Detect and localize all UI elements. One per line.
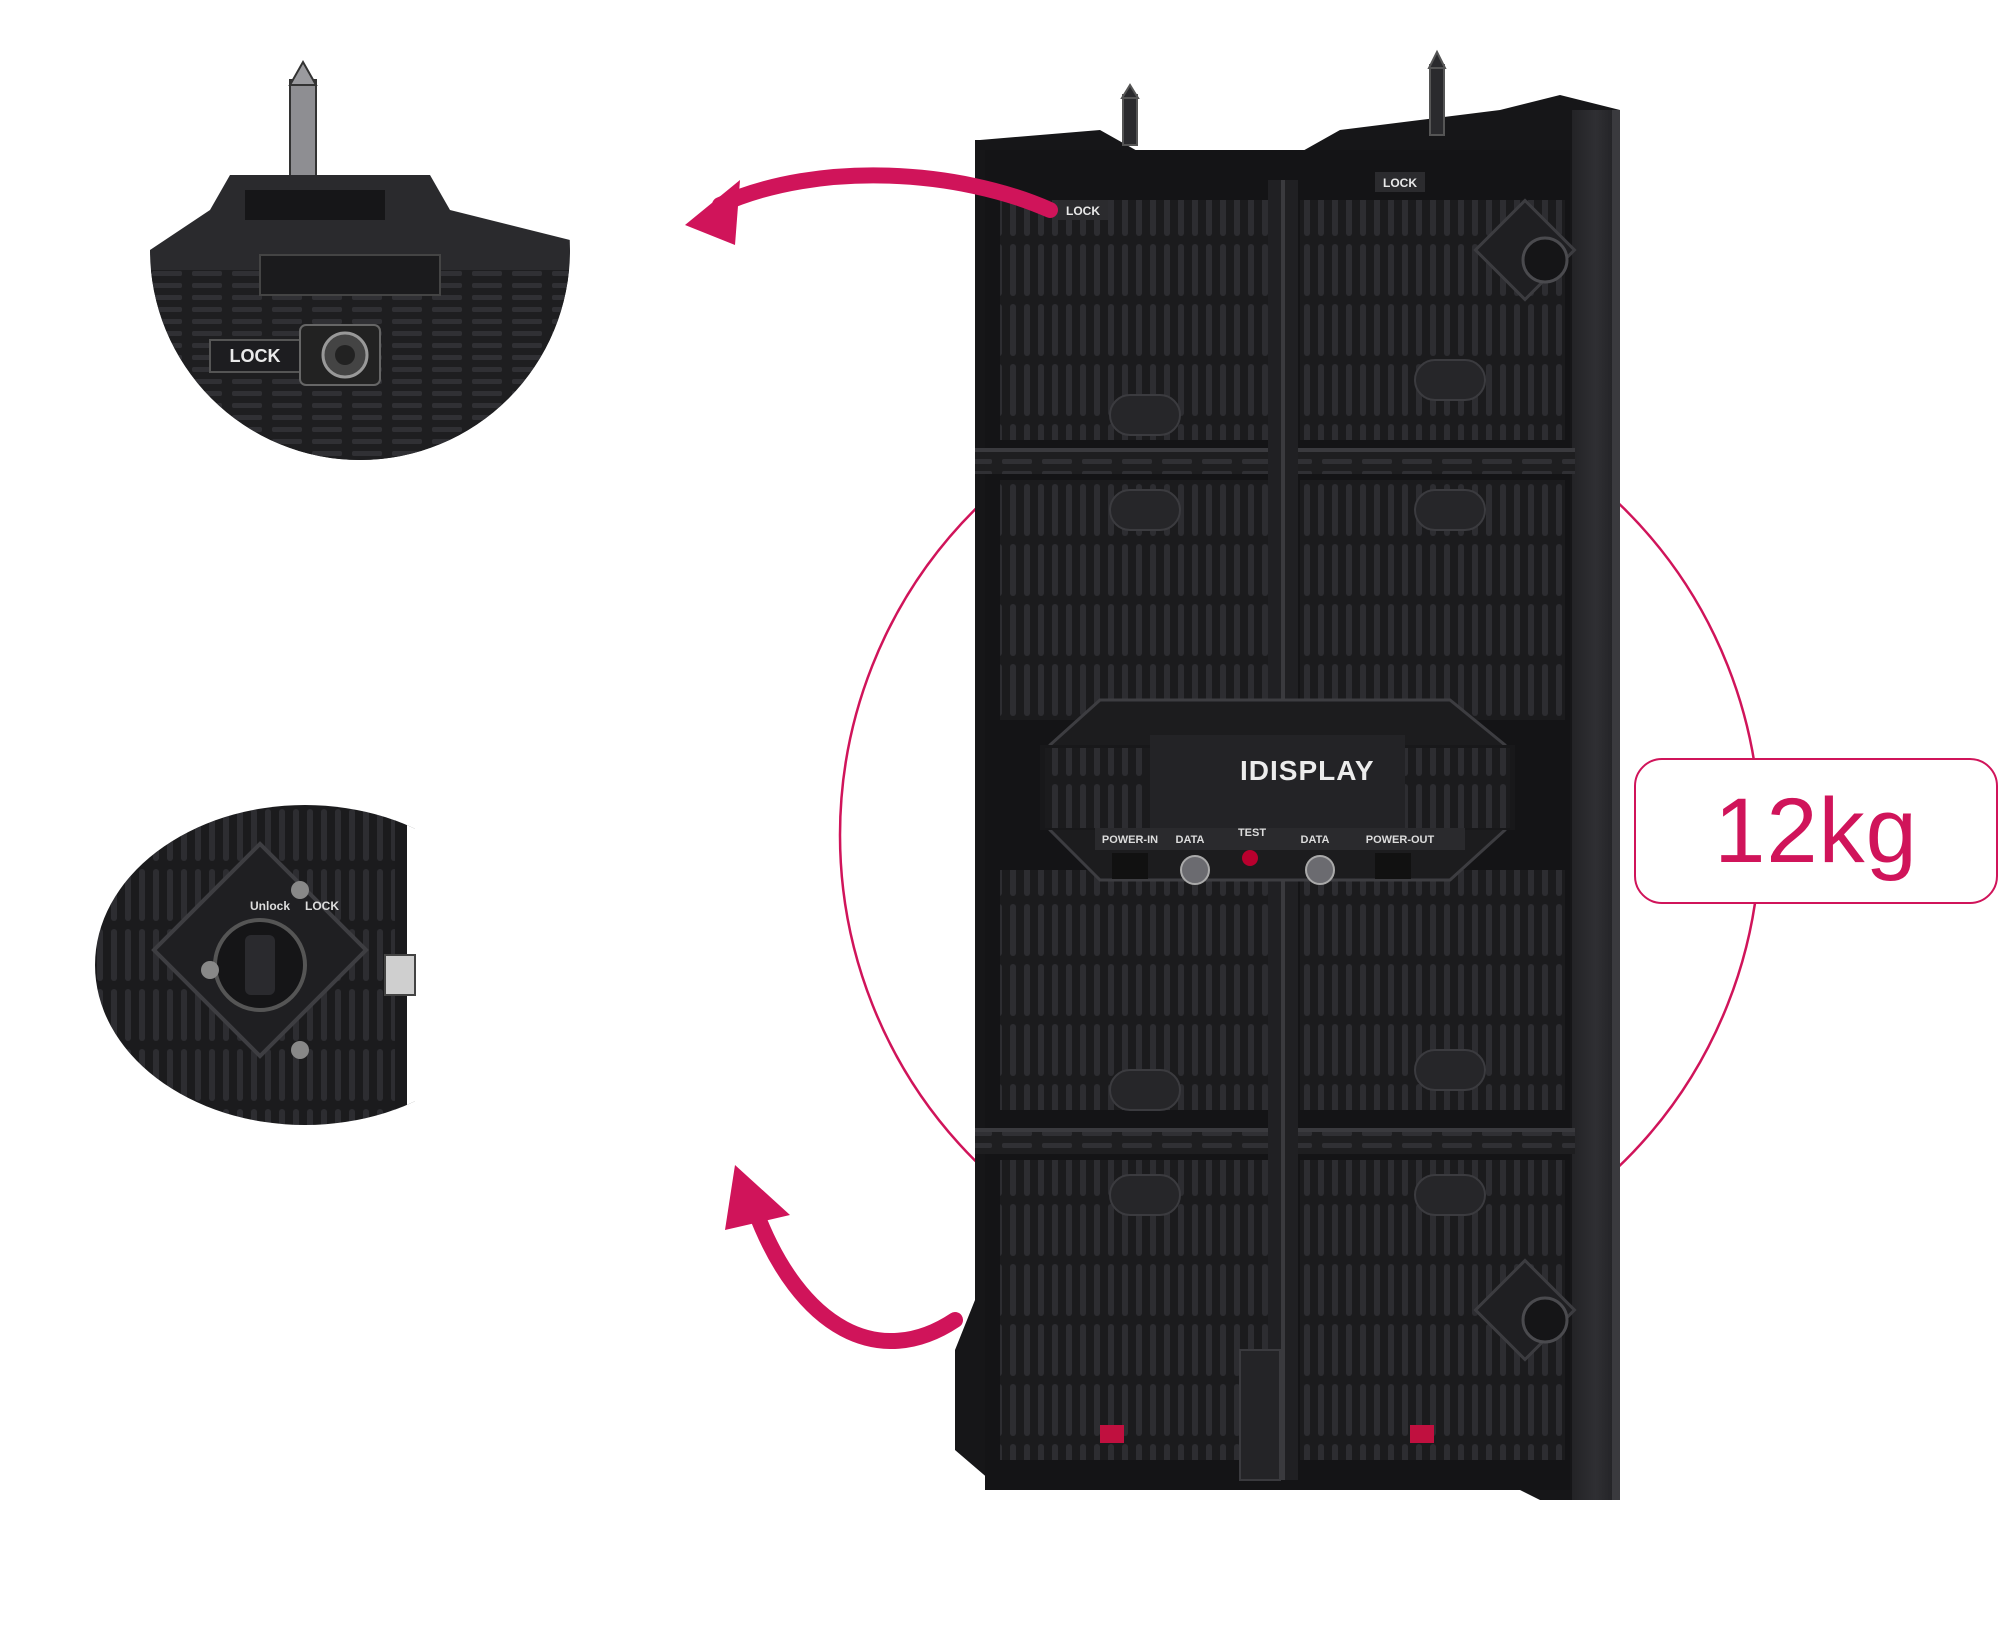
svg-text:DATA: DATA	[1176, 834, 1205, 846]
svg-text:POWER-IN: POWER-IN	[1102, 834, 1158, 846]
svg-text:DATA: DATA	[1301, 834, 1330, 846]
zoom-top-lock: LOCK	[150, 40, 570, 460]
arrow-bottom-callout	[747, 1202, 963, 1350]
arrow-top-callout	[712, 167, 1058, 218]
svg-text:LOCK: LOCK	[1383, 176, 1417, 190]
top-lock-closeup: LOCK	[150, 40, 570, 460]
side-lock-closeup: Unlock LOCK	[95, 805, 515, 1125]
control-hub: IDISPLAY POWER-IN DATA TEST DATA POWER-O…	[1040, 698, 1515, 885]
svg-text:POWER-OUT: POWER-OUT	[1366, 834, 1435, 846]
knob-unlock-label: Unlock	[250, 899, 290, 913]
zoom-side-lock: Unlock LOCK	[95, 805, 515, 1125]
led-cabinet: LOCK LOCK IDISPLAY POWER-IN DATA TEST DA…	[955, 49, 1620, 1500]
knob-lock-label: LOCK	[305, 899, 339, 913]
svg-text:LOCK: LOCK	[1066, 204, 1100, 218]
svg-text:IDISPLAY: IDISPLAY	[1240, 755, 1375, 786]
lock-label: LOCK	[230, 346, 281, 366]
weight-label: 12kg	[1714, 779, 1918, 882]
weight-badge: 12kg	[1634, 758, 1998, 904]
svg-text:TEST: TEST	[1238, 827, 1266, 839]
